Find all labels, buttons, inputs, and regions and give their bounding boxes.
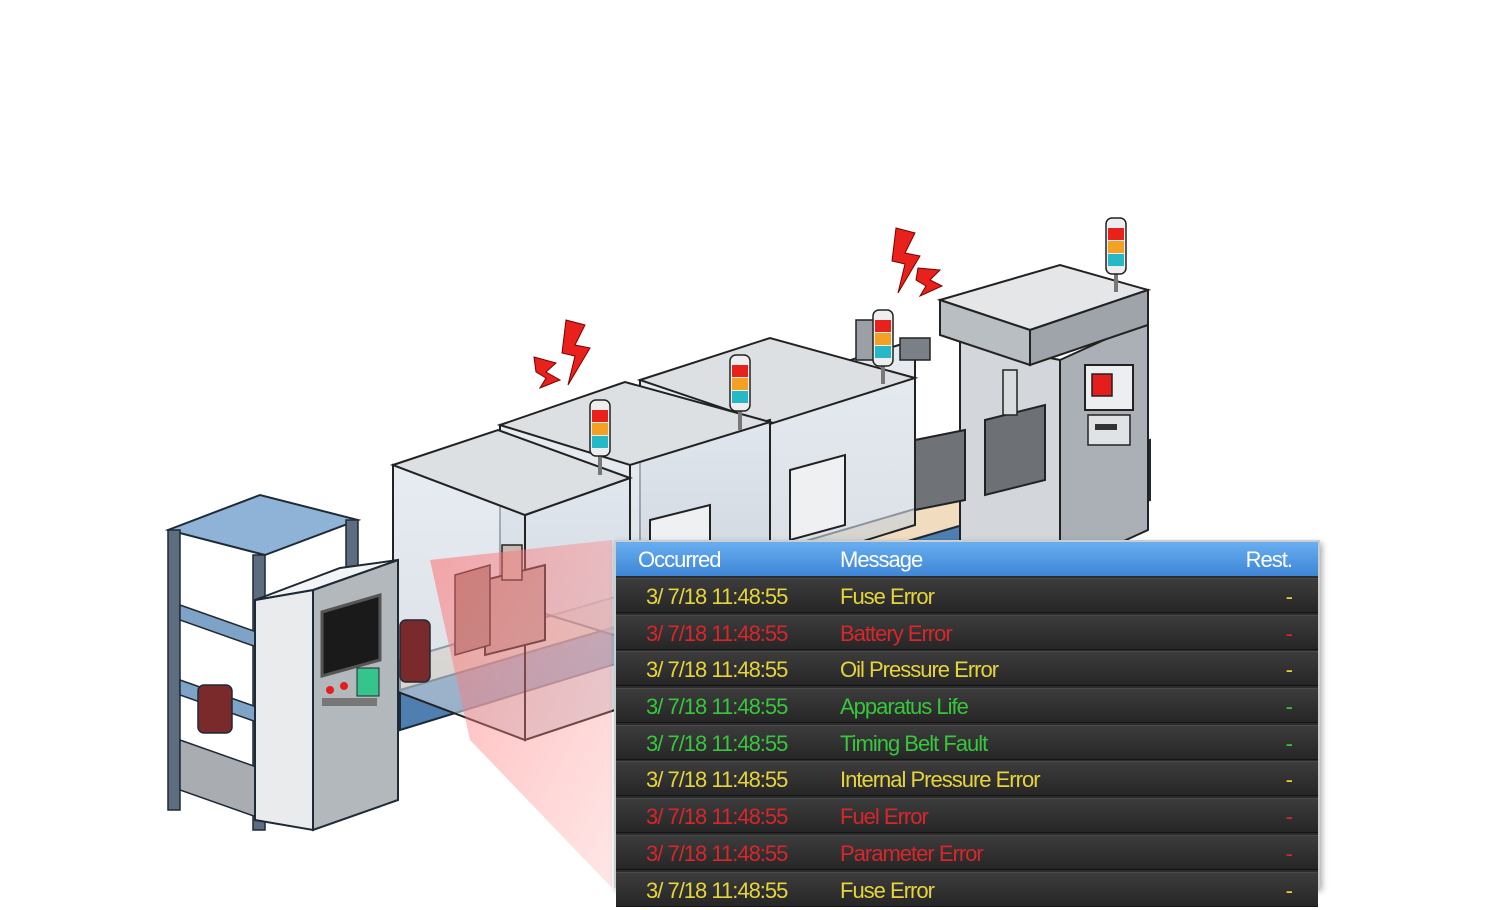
table-row[interactable]: 3/ 7/18 11:48:55 Parameter Error -	[616, 834, 1318, 870]
signal-tower-4	[1105, 217, 1127, 292]
cell-occurred: 3/ 7/18 11:48:55	[646, 804, 788, 830]
signal-tower-1	[589, 399, 611, 475]
cell-message: Timing Belt Fault	[840, 730, 988, 756]
signal-tower-3	[872, 309, 894, 384]
cell-occurred: 3/ 7/18 11:48:55	[646, 584, 788, 609]
alarm-projection-beam	[430, 540, 612, 888]
header-rest: Rest.	[1245, 547, 1293, 572]
signal-tower-2	[729, 354, 751, 430]
cell-message: Fuse Error	[840, 584, 935, 609]
cell-message: Internal Pressure Error	[840, 767, 1041, 793]
cell-occurred: 3/ 7/18 11:48:55	[646, 694, 788, 720]
cell-occurred: 3/ 7/18 11:48:55	[646, 620, 788, 646]
cell-rest: -	[1285, 694, 1293, 720]
cell-message: Apparatus Life	[840, 694, 969, 720]
alarm-lightning-icon	[891, 227, 944, 298]
cell-occurred: 3/ 7/18 11:48:55	[646, 840, 788, 866]
table-row[interactable]: 3/ 7/18 11:48:55 Apparatus Life -	[616, 688, 1318, 724]
table-row[interactable]: 3/ 7/18 11:48:55 Fuse Error -	[616, 578, 1318, 613]
cell-occurred: 3/ 7/18 11:48:55	[646, 657, 788, 683]
cell-rest: -	[1285, 730, 1293, 756]
alarm-rows: 3/ 7/18 11:48:55 Fuse Error - 3/ 7/18 11…	[616, 578, 1318, 908]
table-header: Occurred Message Rest.	[616, 542, 1318, 576]
machine-4	[936, 263, 1152, 572]
alarm-lightning-icon	[533, 319, 591, 390]
cell-rest: -	[1285, 804, 1293, 830]
cell-message: Fuel Error	[840, 804, 929, 830]
header-message: Message	[840, 547, 923, 572]
table-row[interactable]: 3/ 7/18 11:48:55 Oil Pressure Error -	[616, 651, 1318, 687]
header-occurred: Occurred	[638, 547, 721, 572]
cell-rest: -	[1285, 767, 1293, 793]
cell-rest: -	[1285, 840, 1293, 866]
cell-message: Parameter Error	[840, 840, 984, 866]
cell-occurred: 3/ 7/18 11:48:55	[646, 767, 788, 793]
cell-rest: -	[1285, 877, 1293, 903]
cell-rest: -	[1285, 620, 1293, 646]
table-row[interactable]: 3/ 7/18 11:48:55 Battery Error -	[616, 614, 1318, 650]
table-row[interactable]: 3/ 7/18 11:48:55 Timing Belt Fault -	[616, 724, 1318, 760]
cell-occurred: 3/ 7/18 11:48:55	[646, 877, 788, 903]
control-cabinet	[254, 558, 399, 832]
table-row[interactable]: 3/ 7/18 11:48:55 Fuse Error -	[616, 871, 1318, 907]
cell-message: Oil Pressure Error	[840, 657, 999, 683]
alarm-history-table: Occurred Message Rest. 3/ 7/18 11:48:55 …	[614, 540, 1320, 907]
cell-message: Fuse Error	[840, 877, 935, 903]
cell-rest: -	[1285, 657, 1293, 683]
table-row[interactable]: 3/ 7/18 11:48:55 Fuel Error -	[616, 798, 1318, 834]
cell-message: Battery Error	[840, 620, 953, 646]
cell-rest: -	[1285, 584, 1293, 609]
cell-occurred: 3/ 7/18 11:48:55	[646, 730, 788, 756]
table-row[interactable]: 3/ 7/18 11:48:55 Internal Pressure Error…	[616, 761, 1318, 797]
